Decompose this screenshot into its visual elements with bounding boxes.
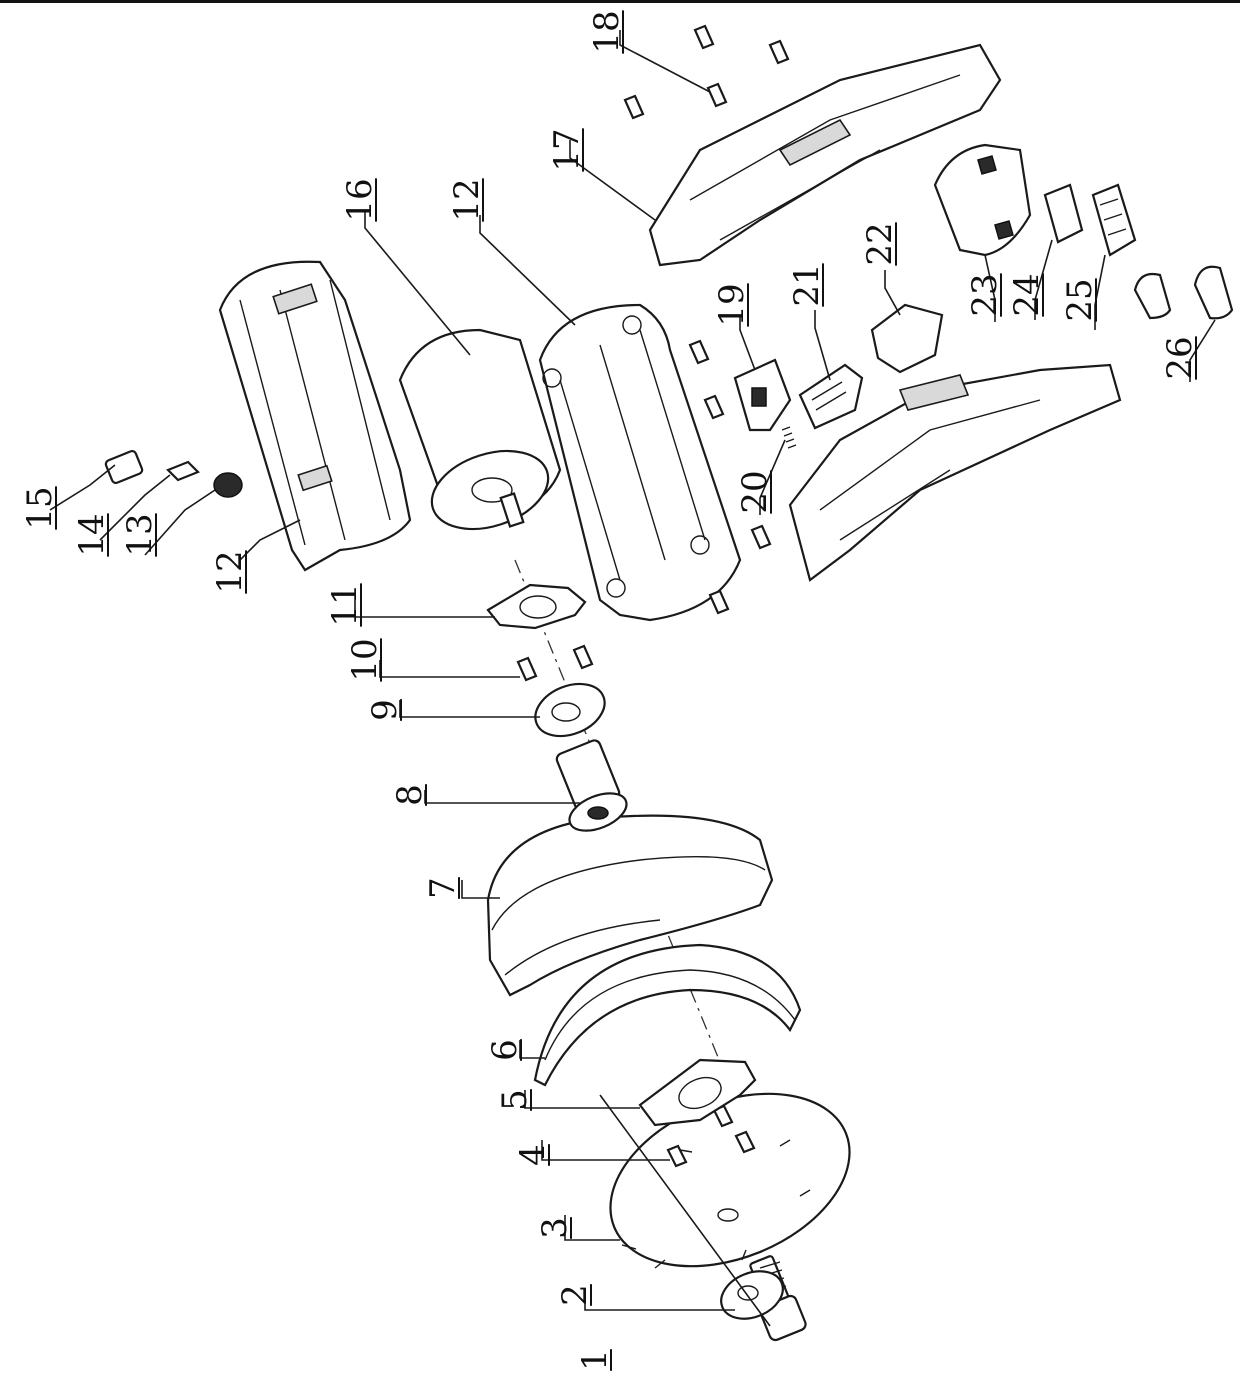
part-14-brush — [166, 460, 200, 482]
part-6-inner-shroud — [533, 943, 802, 1087]
part-7-blade-guard — [486, 814, 774, 997]
part-18-screws — [623, 24, 790, 615]
part-12-motor-housing — [218, 260, 412, 572]
part-20-spring — [781, 426, 797, 449]
part-handle-left-half — [788, 363, 1122, 582]
part-15-cap — [104, 449, 144, 485]
part-12-rear-frame — [538, 303, 742, 622]
part-22-switch-block — [870, 303, 944, 374]
part-24-connector — [1043, 183, 1084, 244]
part-23-pcb — [933, 143, 1032, 257]
part-25-terminal — [1091, 183, 1137, 257]
part-11-plate — [486, 583, 587, 630]
leader-lines — [49, 30, 1216, 1327]
part-26-clips — [1133, 265, 1234, 320]
part-13-knob — [213, 472, 243, 498]
part-9-bearing — [534, 682, 606, 738]
part-17-handle-half — [648, 43, 1002, 267]
part-16-motor — [398, 328, 562, 531]
part-21-trigger — [798, 363, 864, 430]
part-3-base-plate — [609, 1092, 851, 1269]
part-8-spindle — [555, 739, 628, 832]
part-10-screws — [516, 644, 594, 682]
part-5-bracket — [638, 1058, 757, 1127]
part-2-flange — [720, 1270, 784, 1320]
part-19-switch — [733, 358, 792, 432]
frame-top-border — [0, 0, 1240, 3]
